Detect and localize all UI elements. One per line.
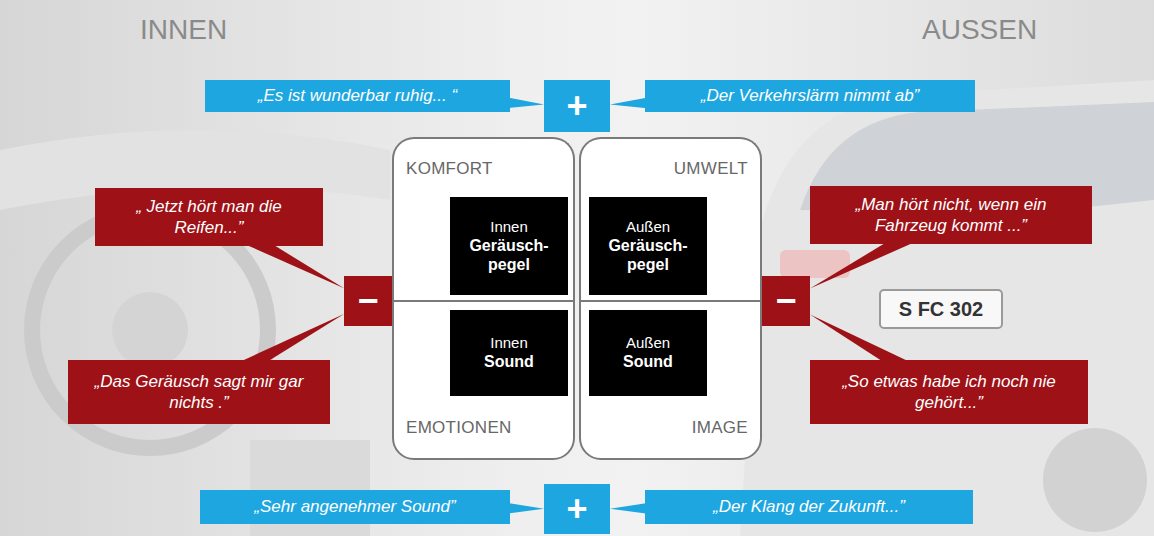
quote-text: „Man hört nicht, wenn ein Fahrzeug kommt…: [820, 194, 1082, 237]
quote-text: „Der Klang der Zukunft...”: [713, 496, 905, 517]
metric-location: Außen: [626, 218, 670, 236]
quote-text: „Sehr angenehmer Sound”: [254, 496, 455, 517]
sign-symbol: −: [775, 283, 796, 319]
negative-quote: „ Jetzt hört man die Reifen...”: [95, 188, 323, 246]
metric-name: Geräusch-pegel: [595, 236, 701, 274]
wheel: [1043, 428, 1147, 532]
sign-symbol: +: [566, 88, 587, 124]
metric-location: Innen: [490, 218, 528, 236]
minus-sign-box: −: [344, 276, 392, 326]
minus-sign-box: −: [762, 276, 810, 326]
category-quadrant: KOMFORT InnenGeräusch-pegel: [392, 137, 575, 300]
category-quadrant: EMOTIONEN InnenSound: [392, 300, 575, 460]
quadrant-heading: EMOTIONEN: [406, 418, 512, 438]
plus-sign-box: +: [544, 80, 610, 132]
sign-symbol: +: [566, 491, 587, 527]
quote-text: „ Jetzt hört man die Reifen...”: [105, 196, 313, 239]
negative-quote: „So etwas habe ich noch nie gehört...”: [810, 360, 1088, 424]
positive-quote: „Der Klang der Zukunft...”: [645, 490, 973, 524]
side-heading: AUSSEN: [922, 14, 1037, 46]
quadrant-heading: IMAGE: [692, 418, 748, 438]
negative-quote: „Das Geräusch sagt mir gar nichts .”: [68, 360, 330, 424]
metric-name: Sound: [484, 352, 534, 371]
quadrant-heading: KOMFORT: [406, 159, 493, 179]
sign-symbol: −: [357, 283, 378, 319]
metric-box: InnenGeräusch-pegel: [450, 197, 568, 295]
license-plate: [880, 290, 1002, 328]
plate-text: S FC 302: [880, 290, 1002, 328]
quote-text: „Der Verkehrslärm nimmt ab”: [701, 85, 920, 106]
car-body: [740, 80, 1154, 536]
plus-sign-box: +: [544, 484, 610, 534]
quadrant-heading: UMWELT: [674, 159, 748, 179]
quote-text: „Es ist wunderbar ruhig... “: [258, 85, 457, 106]
metric-location: Innen: [490, 334, 528, 352]
metric-name: Geräusch-pegel: [456, 236, 562, 274]
category-quadrant: UMWELT AußenGeräusch-pegel: [579, 137, 762, 300]
metric-location: Außen: [626, 334, 670, 352]
positive-quote: „Es ist wunderbar ruhig... “: [205, 80, 510, 112]
side-heading: INNEN: [140, 14, 227, 46]
steering-hub: [112, 292, 188, 368]
metric-box: AußenSound: [589, 310, 707, 396]
quote-text: „Das Geräusch sagt mir gar nichts .”: [78, 371, 320, 414]
positive-quote: „Der Verkehrslärm nimmt ab”: [645, 80, 975, 112]
metric-box: InnenSound: [450, 310, 568, 396]
metric-name: Sound: [623, 352, 673, 371]
metric-box: AußenGeräusch-pegel: [589, 197, 707, 295]
quote-text: „So etwas habe ich noch nie gehört...”: [820, 371, 1078, 414]
negative-quote: „Man hört nicht, wenn ein Fahrzeug kommt…: [810, 186, 1092, 244]
positive-quote: „Sehr angenehmer Sound”: [200, 490, 510, 524]
category-quadrant: IMAGE AußenSound: [579, 300, 762, 460]
